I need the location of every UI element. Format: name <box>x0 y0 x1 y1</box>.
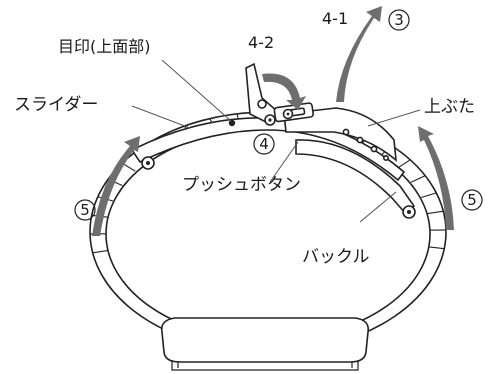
bracelet-link-divider <box>428 246 445 250</box>
label-slider: スライダー <box>14 95 98 115</box>
bracelet-link-divider <box>121 162 136 172</box>
clasp-lever <box>245 62 280 126</box>
top-cover <box>283 107 397 162</box>
watch-case <box>160 317 370 371</box>
circled-number-5-right: 5 <box>461 189 483 211</box>
mark-dot <box>228 119 236 127</box>
circled-number-4-text: 4 <box>259 135 269 153</box>
circled-number-3: 3 <box>388 9 410 31</box>
arrow-4-1 <box>336 6 382 102</box>
bracelet-link-divider <box>92 249 109 254</box>
bracelet-link-divider <box>427 210 444 215</box>
bracelet-band <box>89 111 447 353</box>
leader-lines <box>131 59 421 223</box>
circled-number-3-text: 3 <box>394 11 404 29</box>
arrow-5-left <box>92 136 140 236</box>
arrow-4-2 <box>262 73 306 110</box>
label-step-4-2: 4-2 <box>248 33 274 52</box>
label-mark-top: 目印(上面部) <box>58 37 151 56</box>
label-push-button: プッシュボタン <box>182 175 301 195</box>
bracelet-link-divider <box>410 175 426 183</box>
motion-arrows <box>92 6 454 236</box>
circled-number-5-right-text: 5 <box>467 191 477 209</box>
arrow-5-right <box>418 126 454 230</box>
buckle-plate <box>295 139 416 219</box>
label-top-cover: 上ぶた <box>424 97 475 117</box>
clasp-hinge <box>245 62 314 126</box>
slider-strap <box>130 117 406 182</box>
label-step-4-1: 4-1 <box>322 9 348 28</box>
label-buckle: バックル <box>302 247 370 267</box>
bracelet-link-divider <box>397 159 411 169</box>
bracelet-link-divider <box>421 192 437 199</box>
circled-number-5-left: 5 <box>74 199 96 221</box>
circled-number-4: 4 <box>253 133 275 155</box>
circled-number-5-left-text: 5 <box>80 201 90 219</box>
